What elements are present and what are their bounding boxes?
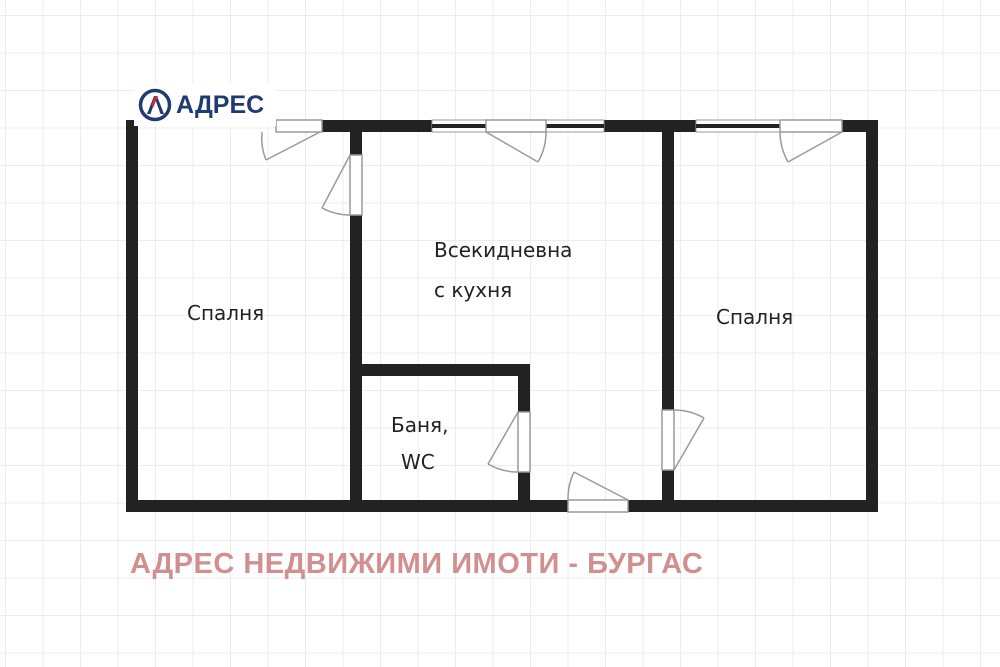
room-name: Спалня: [187, 301, 265, 325]
room-name-line-1: Всекидневна: [434, 238, 573, 262]
room-name: Спалня: [716, 305, 794, 329]
wall-inner-right-top: [662, 120, 674, 410]
wall-top-c: [842, 120, 878, 132]
room-label-bedroom-right: Спалня: [716, 297, 793, 337]
wall-left: [126, 120, 138, 512]
room-label-living-kitchen: Всекидневна с кухня: [434, 230, 572, 310]
wall-right: [866, 120, 878, 512]
room-name-line-1: Баня,: [391, 413, 449, 437]
footer-title: АДРЕС НЕДВИЖИМИ ИМОТИ - БУРГАС: [130, 548, 704, 580]
wall-bottom-left: [126, 500, 568, 512]
walls: [126, 120, 878, 512]
logo-text: АДРЕС: [176, 90, 265, 119]
wall-bottom-right: [628, 500, 878, 512]
wall-bath-right-top: [518, 364, 530, 412]
room-name-line-2: WC: [401, 450, 435, 474]
wall-bath-right-bottom: [518, 472, 530, 512]
logo: АДРЕС: [134, 84, 276, 126]
wall-inner-left-top: [350, 120, 362, 155]
wall-inner-right-bottom: [662, 470, 674, 512]
room-label-bedroom-left: Спалня: [187, 293, 264, 333]
room-label-bathroom: Баня, WC: [391, 407, 448, 481]
adres-logo-circle-a-icon: [138, 88, 172, 122]
wall-bath-top: [350, 364, 530, 376]
room-name-line-2: с кухня: [434, 278, 513, 302]
wall-top-b: [604, 120, 696, 132]
wall-inner-left-bottom: [350, 215, 362, 512]
wall-top-a: [322, 120, 432, 132]
doors: [260, 119, 843, 513]
